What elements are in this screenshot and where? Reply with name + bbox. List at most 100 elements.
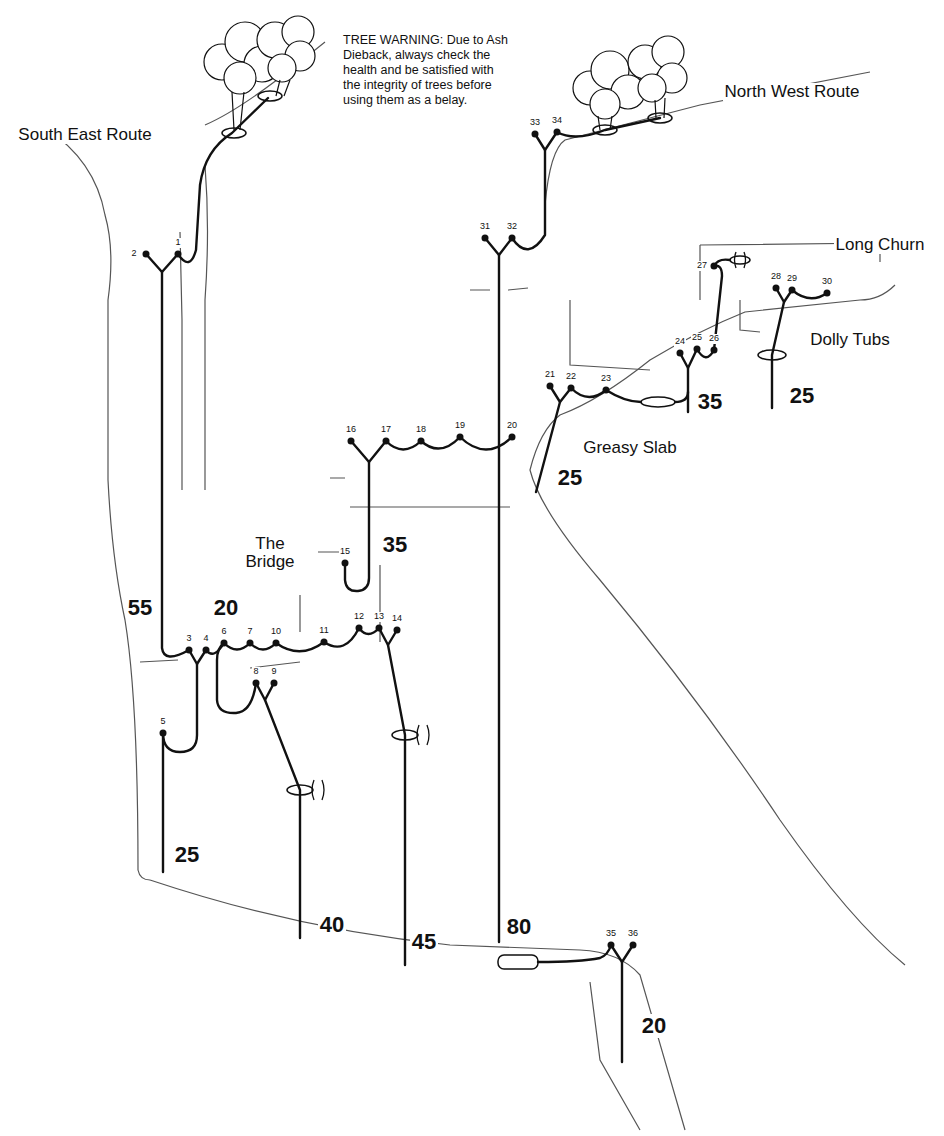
anchor-number: 3 [185, 634, 192, 643]
bolt-anchor [394, 627, 401, 634]
anchor-number: 18 [415, 425, 427, 434]
anchor-number: 36 [627, 929, 639, 938]
tree [590, 89, 620, 119]
rope [485, 238, 512, 255]
bolt-anchor [568, 385, 575, 392]
bolt-anchor [160, 730, 167, 737]
rock-outline [150, 880, 685, 1130]
rock-outline [570, 300, 650, 370]
anchor-number: 16 [345, 425, 357, 434]
bolt-anchor [221, 640, 228, 647]
rope [345, 462, 369, 591]
anchor-number: 1 [174, 238, 181, 247]
bolt-anchor [321, 639, 328, 646]
place-name: Greasy Slab [581, 439, 679, 457]
bolt-anchor [509, 235, 516, 242]
route-name: South East Route [16, 126, 153, 144]
bolt-anchor [532, 131, 539, 138]
rope [388, 645, 405, 965]
rope [697, 266, 722, 358]
rock-outline [140, 478, 510, 668]
rope [386, 437, 512, 450]
anchor-number: 17 [380, 425, 392, 434]
pitch-length: 20 [640, 1014, 668, 1037]
anchor-number: 33 [529, 118, 541, 127]
bolt-anchor [418, 438, 425, 445]
sling-loop [222, 91, 786, 969]
sling-loop [392, 730, 418, 740]
sling-loop [287, 785, 313, 795]
bolt-anchor [773, 285, 780, 292]
sling-loop [758, 350, 786, 360]
rope [146, 98, 827, 1062]
anchor-number: 8 [252, 667, 259, 676]
bolt-anchor [694, 346, 701, 353]
anchor-number: 21 [544, 370, 556, 379]
anchor-number: 10 [270, 627, 282, 636]
anchor-number: 31 [479, 222, 491, 231]
tree [268, 54, 296, 82]
rope [163, 664, 197, 752]
bolt-anchor [603, 387, 610, 394]
rock-outline [205, 165, 208, 490]
bolt-anchor [547, 383, 554, 390]
rope [217, 643, 256, 713]
tree [204, 16, 687, 130]
bolt-anchor [271, 680, 278, 687]
bolt-anchor [824, 290, 831, 297]
tree [224, 62, 256, 94]
anchor-number: 28 [770, 272, 782, 281]
sling-loop [498, 955, 538, 969]
rock-outline [740, 300, 760, 332]
deviation-symbol [312, 252, 746, 800]
warning-note: TREE WARNING: Due to Ash Dieback, always… [343, 33, 513, 108]
bolt-anchor [186, 647, 193, 654]
pitch-length: 55 [126, 596, 154, 619]
sling-loop [593, 125, 617, 135]
pitch-length: 35 [696, 390, 724, 413]
rope [772, 302, 784, 408]
bolt-anchor [143, 251, 150, 258]
place-name: Dolly Tubs [808, 331, 891, 349]
bolt-anchor [342, 560, 349, 567]
anchor-number: 30 [821, 277, 833, 286]
anchor-number: 2 [130, 249, 137, 258]
bolt-anchor [677, 350, 684, 357]
sling-loop [730, 256, 750, 264]
rope [792, 290, 827, 298]
pitch-length: 25 [556, 466, 584, 489]
pitch-length: 35 [381, 533, 409, 556]
bolt-anchor [273, 640, 280, 647]
deviation-symbol [417, 725, 429, 745]
anchor-number: 13 [373, 612, 385, 621]
bolt-anchor [356, 625, 363, 632]
anchor-number: 11 [318, 626, 329, 635]
place-name: The Bridge [237, 535, 303, 571]
anchor-number: 4 [202, 634, 209, 643]
anchor-number: 9 [270, 667, 277, 676]
bolt-anchor [376, 625, 383, 632]
bolt-anchor [711, 263, 718, 270]
bolt-anchor [253, 680, 260, 687]
anchor-number: 12 [353, 612, 365, 621]
rope [162, 733, 164, 872]
rock-outline [530, 285, 905, 965]
anchor-number: 34 [551, 116, 563, 125]
anchor-number: 23 [600, 374, 612, 383]
rope [687, 368, 689, 412]
bolt-anchor [711, 347, 718, 354]
bolt-anchor [789, 287, 796, 294]
anchor-number: 15 [339, 547, 351, 556]
rope [256, 683, 274, 700]
anchor-number: 32 [506, 222, 518, 231]
bolt-anchor [348, 438, 355, 445]
pitch-length: 25 [173, 843, 201, 866]
place-name: Long Churn [834, 236, 927, 254]
rock-outline [45, 128, 150, 880]
bolt-anchor [630, 942, 637, 949]
sling-loop [222, 128, 246, 138]
rope [206, 628, 359, 654]
rock-outline [180, 232, 182, 490]
rope [498, 255, 500, 942]
